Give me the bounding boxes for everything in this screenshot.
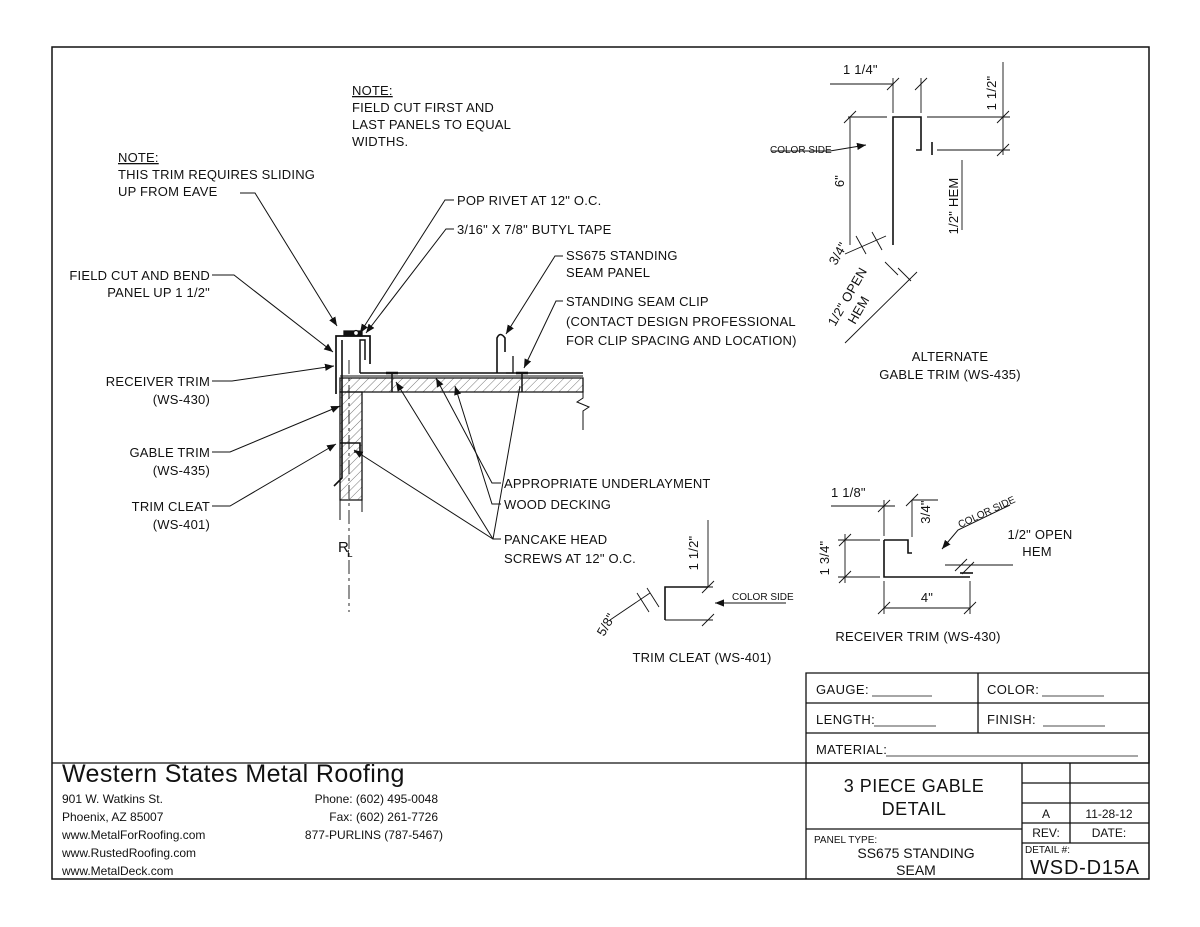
svg-text:POP RIVET AT 12" O.C.: POP RIVET AT 12" O.C.: [457, 193, 601, 208]
tollfree-number: 877-PURLINS (787-5467): [305, 828, 443, 842]
wall-framing: [340, 392, 362, 500]
title-block: [52, 763, 1149, 879]
date-label: DATE:: [1092, 826, 1126, 840]
svg-text:COLOR SIDE: COLOR SIDE: [770, 145, 832, 156]
svg-text:LAST PANELS TO EQUAL: LAST PANELS TO EQUAL: [352, 117, 511, 132]
svg-text:1 1/2": 1 1/2": [984, 75, 999, 110]
svg-text:COLOR SIDE: COLOR SIDE: [957, 495, 1018, 531]
svg-text:(WS-401): (WS-401): [153, 517, 210, 532]
seam-clip: [506, 356, 513, 373]
svg-text:(WS-430): (WS-430): [153, 392, 210, 407]
panel-type-line2: SEAM: [896, 862, 936, 878]
svg-text:TRIM CLEAT: TRIM CLEAT: [132, 499, 210, 514]
website-link[interactable]: www.MetalForRoofing.com: [61, 828, 205, 842]
svg-text:1 3/4": 1 3/4": [817, 540, 832, 575]
leaders: [212, 193, 563, 539]
revision-table: A 11-28-12 REV: DATE: DETAIL #: WSD-D15A: [1025, 807, 1140, 879]
rev-value: A: [1042, 807, 1050, 821]
main-section: [334, 329, 589, 613]
company-info: Western States Metal Roofing 901 W. Watk…: [61, 760, 443, 878]
title-line1: 3 PIECE GABLE: [844, 776, 985, 796]
gauge-label: GAUGE:: [816, 682, 869, 697]
svg-text:5/8": 5/8": [594, 610, 619, 638]
address-line1: 901 W. Watkins St.: [62, 792, 163, 806]
svg-text:RECEIVER TRIM (WS-430): RECEIVER TRIM (WS-430): [835, 629, 1000, 644]
main-labels: NOTE: FIELD CUT FIRST AND LAST PANELS TO…: [69, 83, 796, 566]
svg-text:1 1/8": 1 1/8": [831, 485, 866, 500]
title-line2: DETAIL: [882, 799, 947, 819]
svg-text:GABLE TRIM: GABLE TRIM: [129, 445, 210, 460]
fax-number: Fax: (602) 261-7726: [329, 810, 438, 824]
color-label: COLOR:: [987, 682, 1039, 697]
svg-text:1 1/4": 1 1/4": [843, 62, 878, 77]
spec-fields: GAUGE: COLOR: LENGTH: FINISH: MATERIAL:: [816, 682, 1138, 757]
svg-text:6": 6": [832, 175, 847, 187]
svg-text:1 1/2": 1 1/2": [686, 535, 701, 570]
svg-text:UP FROM EAVE: UP FROM EAVE: [118, 184, 218, 199]
svg-text:L: L: [347, 549, 353, 560]
svg-text:WIDTHS.: WIDTHS.: [352, 134, 408, 149]
svg-text:1/2" OPEN: 1/2" OPEN: [1008, 527, 1073, 542]
svg-text:1/2" HEM: 1/2" HEM: [946, 178, 961, 235]
address-line2: Phoenix, AZ 85007: [62, 810, 164, 824]
svg-text:FIELD CUT AND BEND: FIELD CUT AND BEND: [69, 268, 210, 283]
detail-label: DETAIL #:: [1025, 845, 1070, 856]
svg-text:HEM: HEM: [1022, 544, 1052, 559]
drawing-title: 3 PIECE GABLE DETAIL PANEL TYPE: SS675 S…: [814, 776, 984, 878]
svg-text:TRIM CLEAT (WS-401): TRIM CLEAT (WS-401): [632, 650, 771, 665]
svg-text:(WS-435): (WS-435): [153, 463, 210, 478]
website-link[interactable]: www.MetalDeck.com: [61, 864, 173, 878]
svg-text:3/4": 3/4": [918, 500, 933, 524]
svg-text:ALTERNATE: ALTERNATE: [912, 349, 989, 364]
svg-text:FOR CLIP SPACING AND LOCATION): FOR CLIP SPACING AND LOCATION): [566, 333, 797, 348]
svg-text:RECEIVER TRIM: RECEIVER TRIM: [106, 374, 210, 389]
material-label: MATERIAL:: [816, 742, 887, 757]
svg-text:COLOR SIDE: COLOR SIDE: [732, 592, 794, 603]
phone-number: Phone: (602) 495-0048: [315, 792, 439, 806]
detail-number: WSD-D15A: [1030, 857, 1140, 879]
wood-decking: [340, 378, 583, 392]
svg-text:SS675 STANDING: SS675 STANDING: [566, 248, 678, 263]
svg-text:SCREWS AT 12" O.C.: SCREWS AT 12" O.C.: [504, 551, 636, 566]
note-heading: NOTE:: [352, 83, 393, 98]
svg-text:PANEL UP 1 1/2": PANEL UP 1 1/2": [107, 285, 210, 300]
website-link[interactable]: www.RustedRoofing.com: [61, 846, 196, 860]
gable-trim: [334, 340, 342, 486]
svg-text:GABLE TRIM (WS-435): GABLE TRIM (WS-435): [879, 367, 1021, 382]
svg-text:4": 4": [921, 590, 933, 605]
panel-type-line1: SS675 STANDING: [857, 845, 974, 861]
svg-text:PANCAKE HEAD: PANCAKE HEAD: [504, 532, 607, 547]
panel-type-label: PANEL TYPE:: [814, 835, 877, 846]
svg-text:STANDING SEAM CLIP: STANDING SEAM CLIP: [566, 294, 709, 309]
svg-text:(CONTACT DESIGN PROFESSIONAL: (CONTACT DESIGN PROFESSIONAL: [566, 314, 796, 329]
svg-text:FIELD CUT FIRST AND: FIELD CUT FIRST AND: [352, 100, 494, 115]
note-heading: NOTE:: [118, 150, 159, 165]
company-name: Western States Metal Roofing: [62, 760, 405, 788]
svg-text:THIS TRIM REQUIRES SLIDING: THIS TRIM REQUIRES SLIDING: [118, 167, 315, 182]
receiver-trim-detail: 1 1/8" 3/4" 1 3/4" 1/2" OPEN HEM 4" RECE…: [817, 485, 1072, 644]
centerline-label: R: [338, 539, 349, 556]
date-value: 11-28-12: [1085, 807, 1132, 821]
svg-text:APPROPRIATE UNDERLAYMENT: APPROPRIATE UNDERLAYMENT: [504, 476, 711, 491]
alt-gable-trim-detail: 1 1/4" 1 1/2" 6" 1/2" HEM 3/4" 1/2" OPEN…: [770, 62, 1021, 382]
svg-text:3/16" X 7/8" BUTYL TAPE: 3/16" X 7/8" BUTYL TAPE: [457, 222, 612, 237]
svg-text:SEAM PANEL: SEAM PANEL: [566, 265, 650, 280]
svg-text:WOOD DECKING: WOOD DECKING: [504, 497, 611, 512]
trim-cleat-detail: 1 1/2" 5/8" TRIM CLEAT (WS-401) COLOR SI…: [594, 520, 794, 665]
standing-seam: [497, 335, 505, 374]
finish-label: FINISH:: [987, 712, 1036, 727]
rev-label: REV:: [1032, 826, 1060, 840]
sheet-border: [52, 47, 1149, 879]
length-label: LENGTH:: [816, 712, 875, 727]
